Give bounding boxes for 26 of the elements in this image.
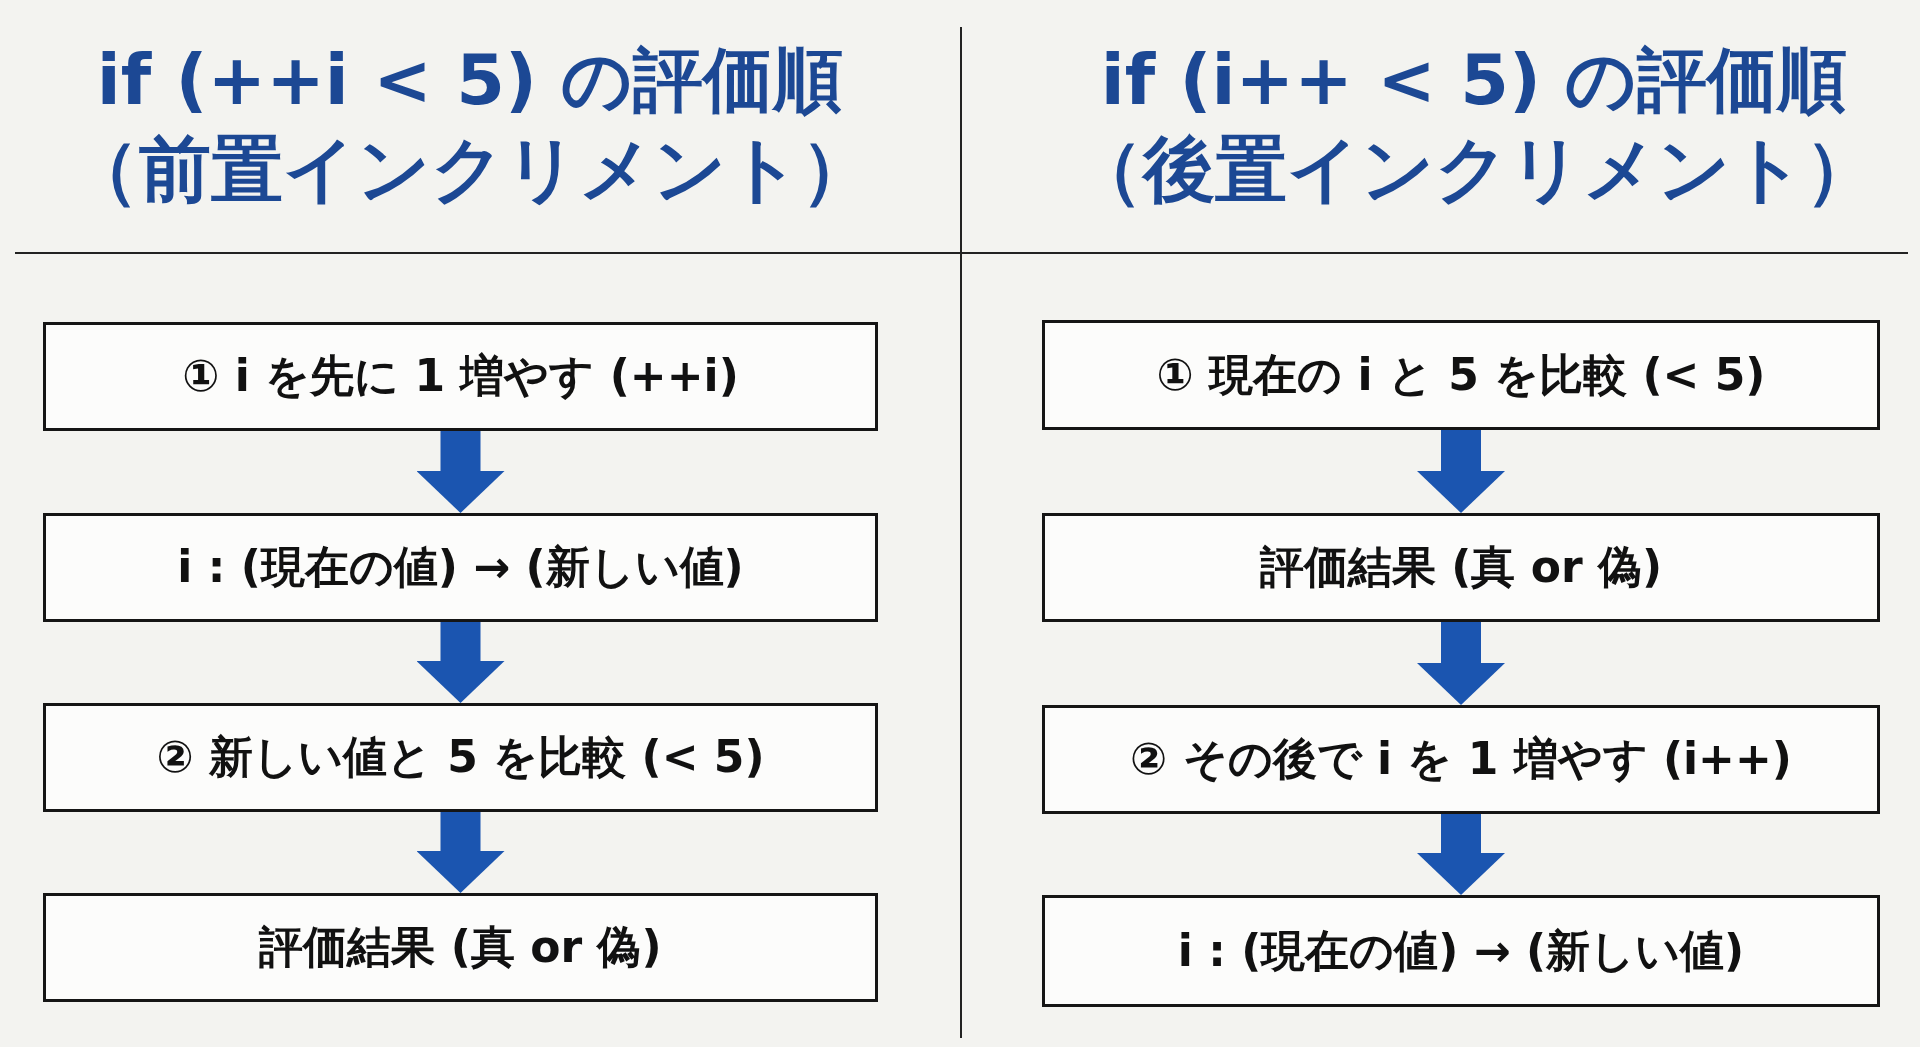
step-text: ② 新しい値と 5 を比較 (< 5) [156, 732, 765, 783]
process-box [43, 703, 878, 812]
step-text: i : (現在の値) → (新しい値) [177, 542, 744, 593]
arrow [1417, 622, 1505, 705]
step-text: ① 現在の i と 5 を比較 (< 5) [1156, 349, 1766, 401]
process-box [1042, 513, 1880, 622]
column-heading: if (i++ < 5) の評価順 [1100, 42, 1848, 119]
arrow [1417, 430, 1505, 513]
process-box [1042, 705, 1880, 814]
column-heading: （前置インクリメント） [67, 130, 873, 210]
step-text: i : (現在の値) → (新しい値) [1177, 925, 1745, 977]
column-heading: if (++i < 5) の評価順 [96, 42, 844, 119]
arrow [416, 622, 505, 703]
column-heading: （後置インクリメント） [1071, 130, 1877, 210]
arrow [416, 431, 505, 513]
step-text: ② その後で i を 1 増やす (i++) [1130, 734, 1792, 785]
step-text: 評価結果 (真 or 偽) [259, 922, 662, 973]
step-text: 評価結果 (真 or 偽) [1259, 542, 1663, 593]
process-box [43, 893, 878, 1002]
process-box [43, 513, 878, 622]
process-box [43, 322, 878, 431]
arrow [1417, 814, 1505, 895]
process-box [1042, 895, 1880, 1007]
process-box [1042, 320, 1880, 430]
arrow [416, 812, 505, 893]
step-text: ① i を先に 1 増やす (++i) [182, 351, 739, 402]
